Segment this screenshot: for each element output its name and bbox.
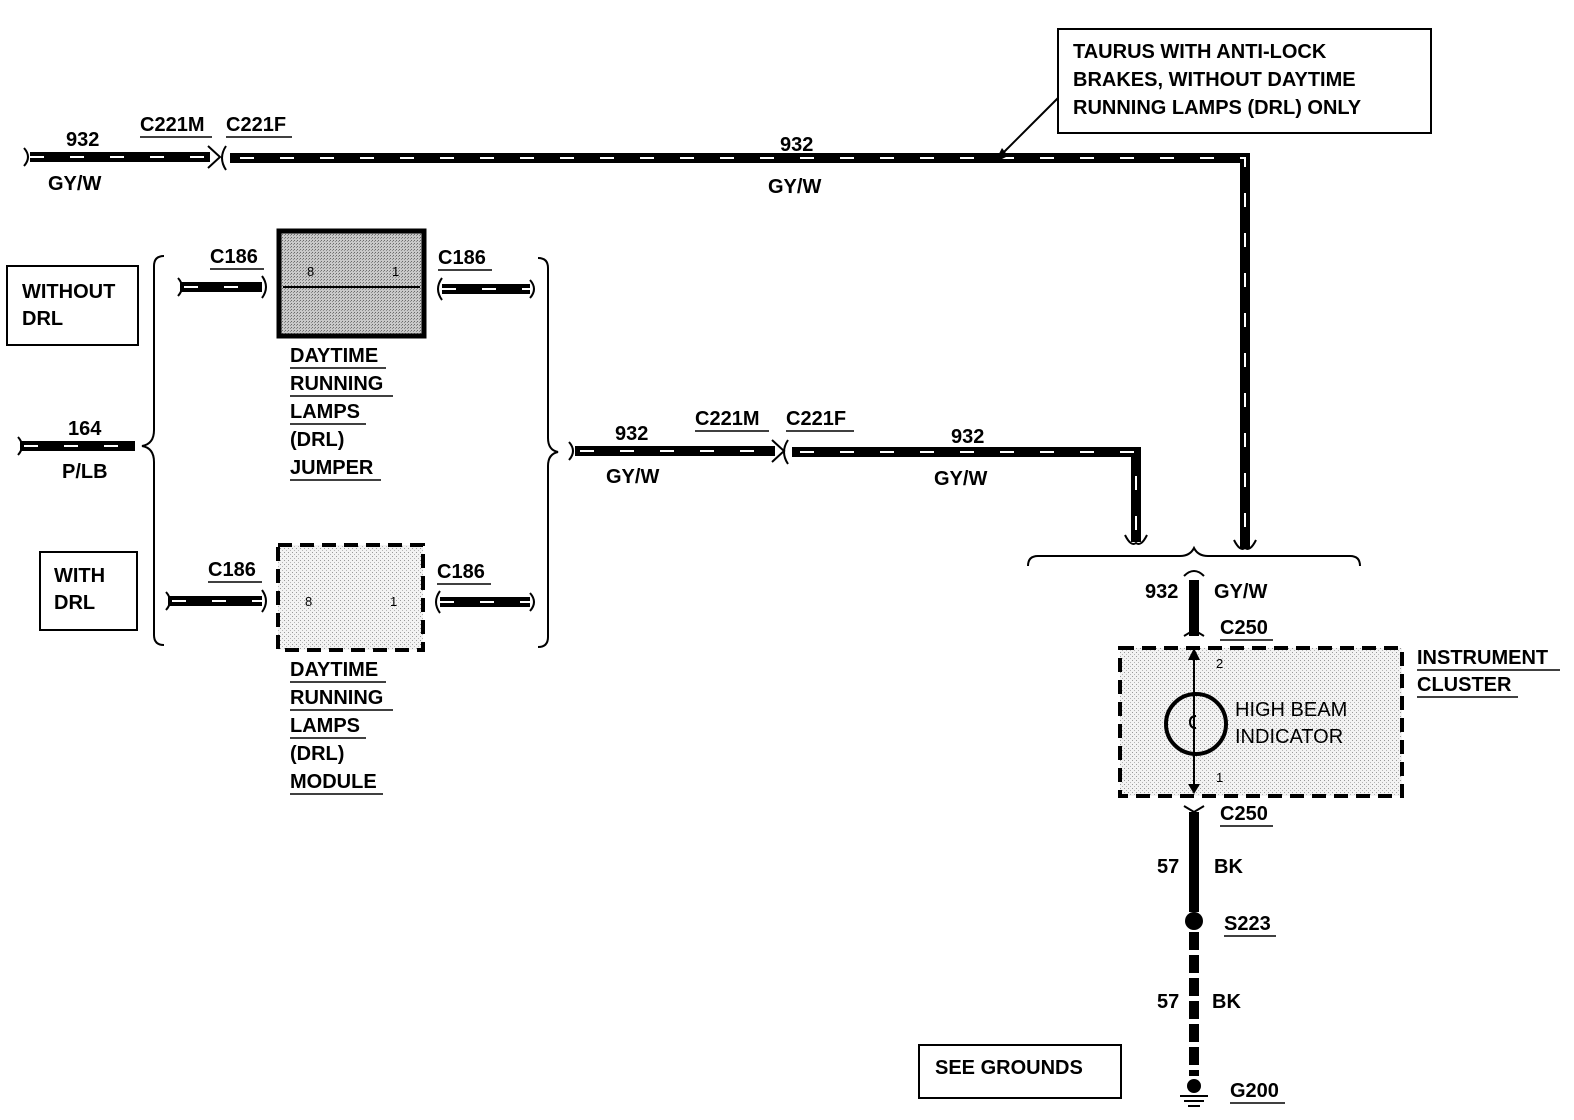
top-connector-male: C221M xyxy=(140,114,204,136)
bulb-icon xyxy=(1164,692,1228,756)
ground-circuit-upper: 57 xyxy=(1157,856,1179,878)
with-drl-line2: DRL xyxy=(54,592,95,614)
taurus-note-line1: TAURUS WITH ANTI-LOCK xyxy=(1073,41,1327,63)
indicator-label-line1: HIGH BEAM xyxy=(1235,699,1347,721)
merge-brace xyxy=(1027,545,1361,567)
splice-label: S223 xyxy=(1224,913,1271,935)
mid-connector-male: C221M xyxy=(695,408,759,430)
jumper-connector-right: C186 xyxy=(438,247,486,269)
cluster-connector-bottom: C250 xyxy=(1220,803,1268,825)
mid-connector-female: C221F xyxy=(786,408,846,430)
ground-color-lower: BK xyxy=(1212,991,1241,1013)
top-connector-female: C221F xyxy=(226,114,286,136)
mid-wire xyxy=(568,439,1148,545)
taurus-note-line2: BRAKES, WITHOUT DAYTIME xyxy=(1073,69,1356,91)
svg-text:LAMPS: LAMPS xyxy=(290,401,360,423)
svg-text:RUNNING: RUNNING xyxy=(290,373,383,395)
mid-wire-circuit-left: 932 xyxy=(615,423,648,445)
see-grounds-box: SEE GROUNDS xyxy=(918,1044,1122,1099)
jumper-pin-left: 8 xyxy=(307,264,314,279)
instrument-cluster xyxy=(1118,646,1404,798)
top-wire-color-left: GY/W xyxy=(48,173,101,195)
without-drl-box: WITHOUT DRL xyxy=(6,265,139,346)
with-drl-box: WITH DRL xyxy=(39,551,138,631)
cluster-name-line1: INSTRUMENT xyxy=(1417,647,1548,669)
jumper-connector-left: C186 xyxy=(210,246,258,268)
mid-wire-circuit-right: 932 xyxy=(951,426,984,448)
module-connector-left: C186 xyxy=(208,559,256,581)
svg-text:LAMPS: LAMPS xyxy=(290,715,360,737)
drl-jumper xyxy=(177,228,535,339)
cluster-pin-top: 2 xyxy=(1216,656,1223,671)
cluster-feed-circuit: 932 xyxy=(1145,581,1178,603)
mid-wire-color-right: GY/W xyxy=(934,468,987,490)
cluster-connector-top: C250 xyxy=(1220,617,1268,639)
left-wire-color: P/LB xyxy=(62,461,108,483)
module-pin-right: 1 xyxy=(390,594,397,609)
svg-text:(DRL): (DRL) xyxy=(290,429,344,451)
top-wire-circuit-mid: 932 xyxy=(780,134,813,156)
ground-point-label: G200 xyxy=(1230,1080,1279,1102)
module-connector-right: C186 xyxy=(437,561,485,583)
svg-text:MODULE: MODULE xyxy=(290,771,377,793)
module-label: DAYTIME RUNNING LAMPS (DRL) MODULE xyxy=(290,659,393,795)
ground-circuit-lower: 57 xyxy=(1157,991,1179,1013)
cluster-feed-color: GY/W xyxy=(1214,581,1267,603)
indicator-label-line2: INDICATOR xyxy=(1235,726,1343,748)
taurus-note-line3: RUNNING LAMPS (DRL) ONLY xyxy=(1073,97,1362,119)
see-grounds-label: SEE GROUNDS xyxy=(935,1057,1083,1079)
without-drl-line1: WITHOUT xyxy=(22,281,115,303)
cluster-feed xyxy=(1183,570,1205,637)
svg-text:JUMPER: JUMPER xyxy=(290,457,374,479)
cluster-name-line2: CLUSTER xyxy=(1417,674,1512,696)
jumper-label: DAYTIME RUNNING LAMPS (DRL) JUMPER xyxy=(290,345,393,481)
drl-module xyxy=(165,543,535,652)
top-wire xyxy=(23,145,1257,550)
taurus-note: TAURUS WITH ANTI-LOCK BRAKES, WITHOUT DA… xyxy=(994,28,1432,163)
jumper-pin-right: 1 xyxy=(392,264,399,279)
without-drl-line2: DRL xyxy=(22,308,63,330)
left-wire-circuit: 164 xyxy=(68,418,102,440)
right-brace xyxy=(537,257,559,648)
svg-text:DAYTIME: DAYTIME xyxy=(290,345,378,367)
svg-text:DAYTIME: DAYTIME xyxy=(290,659,378,681)
top-wire-color-mid: GY/W xyxy=(768,176,821,198)
with-drl-line1: WITH xyxy=(54,565,105,587)
ground-icon xyxy=(1180,1079,1208,1107)
mid-wire-color-left: GY/W xyxy=(606,466,659,488)
svg-text:RUNNING: RUNNING xyxy=(290,687,383,709)
left-wire-164 xyxy=(17,436,135,456)
splice-dot xyxy=(1185,912,1203,930)
ground-color-upper: BK xyxy=(1214,856,1243,878)
left-brace xyxy=(141,255,165,646)
top-wire-circuit-left: 932 xyxy=(66,129,99,151)
module-pin-left: 8 xyxy=(305,594,312,609)
ground-wire xyxy=(1180,805,1208,1107)
cluster-pin-bottom: 1 xyxy=(1216,770,1223,785)
svg-text:(DRL): (DRL) xyxy=(290,743,344,765)
